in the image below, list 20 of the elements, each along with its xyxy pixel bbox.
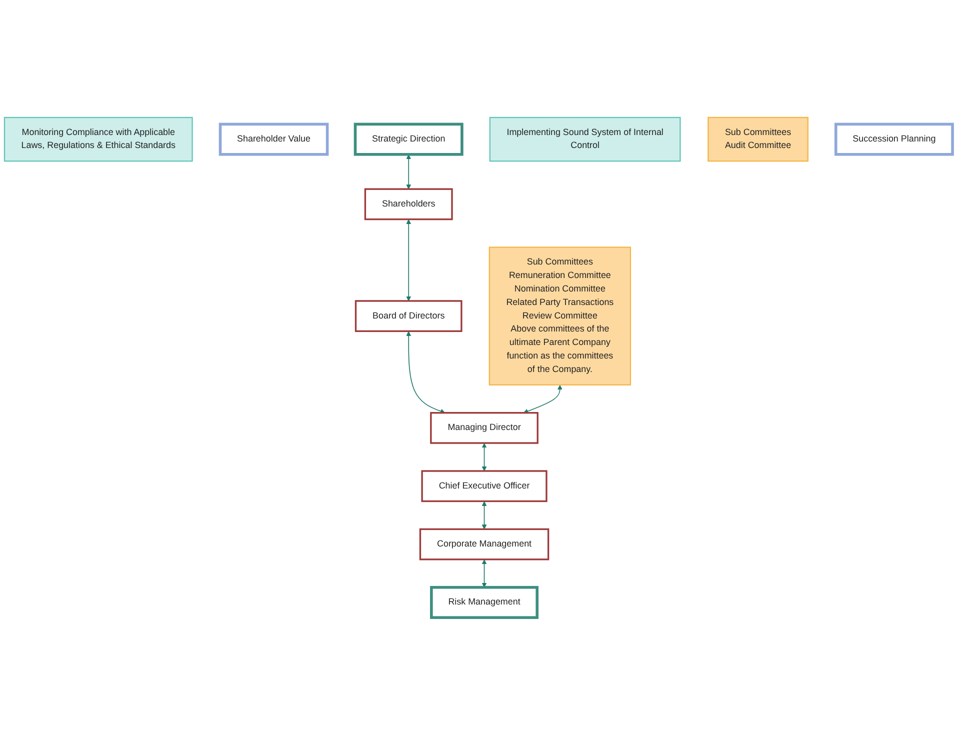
arrow	[482, 444, 487, 472]
node-box	[4, 117, 193, 162]
node-box	[430, 412, 538, 444]
node-box	[218, 123, 329, 156]
arrow	[482, 502, 487, 530]
node-box	[488, 247, 631, 386]
node-box	[489, 117, 681, 162]
node-box	[430, 586, 539, 620]
node-box	[354, 300, 462, 332]
arrow	[482, 560, 487, 588]
arrow	[406, 332, 446, 414]
arrow	[406, 220, 412, 302]
node-box	[421, 470, 548, 503]
node-box	[354, 123, 464, 156]
node-box	[419, 528, 550, 561]
arrow	[406, 154, 412, 190]
node-box	[364, 188, 453, 221]
node-box	[708, 117, 808, 162]
arrow	[523, 385, 562, 414]
node-box	[834, 123, 954, 156]
